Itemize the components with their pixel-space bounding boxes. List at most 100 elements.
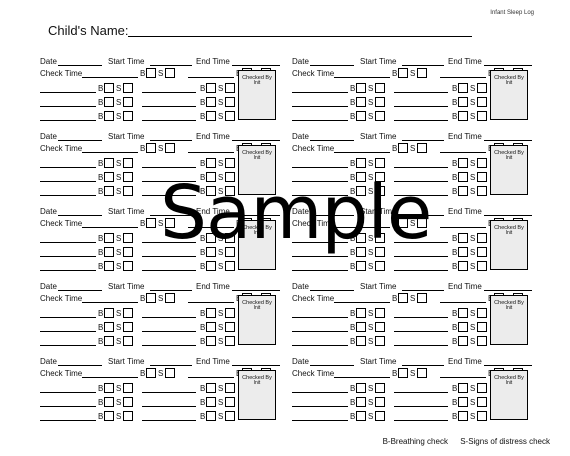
- check-time-field[interactable]: [188, 152, 234, 153]
- signs-checkbox[interactable]: [375, 308, 385, 318]
- signs-checkbox[interactable]: [417, 68, 427, 78]
- breathing-checkbox[interactable]: [146, 68, 156, 78]
- breathing-checkbox[interactable]: [146, 218, 156, 228]
- check-time-field[interactable]: [440, 227, 486, 228]
- signs-checkbox[interactable]: [375, 383, 385, 393]
- start-time-field[interactable]: [402, 140, 444, 141]
- check-time-field[interactable]: [142, 92, 196, 93]
- signs-checkbox[interactable]: [417, 293, 427, 303]
- signs-checkbox[interactable]: [225, 158, 235, 168]
- start-time-field[interactable]: [402, 290, 444, 291]
- check-time-field[interactable]: [40, 317, 96, 318]
- check-time-field[interactable]: [292, 242, 348, 243]
- start-time-field[interactable]: [402, 215, 444, 216]
- check-time-field[interactable]: [82, 377, 138, 378]
- signs-checkbox[interactable]: [225, 336, 235, 346]
- breathing-checkbox[interactable]: [356, 308, 366, 318]
- check-time-field[interactable]: [40, 392, 96, 393]
- signs-checkbox[interactable]: [123, 397, 133, 407]
- check-time-field[interactable]: [142, 256, 196, 257]
- check-time-field[interactable]: [292, 317, 348, 318]
- breathing-checkbox[interactable]: [146, 143, 156, 153]
- end-time-field[interactable]: [232, 215, 280, 216]
- check-time-field[interactable]: [334, 227, 390, 228]
- signs-checkbox[interactable]: [375, 233, 385, 243]
- signs-checkbox[interactable]: [375, 261, 385, 271]
- breathing-checkbox[interactable]: [104, 261, 114, 271]
- signs-checkbox[interactable]: [477, 397, 487, 407]
- check-time-field[interactable]: [142, 120, 196, 121]
- breathing-checkbox[interactable]: [104, 233, 114, 243]
- breathing-checkbox[interactable]: [146, 293, 156, 303]
- breathing-checkbox[interactable]: [104, 383, 114, 393]
- signs-checkbox[interactable]: [477, 261, 487, 271]
- breathing-checkbox[interactable]: [458, 83, 468, 93]
- breathing-checkbox[interactable]: [356, 411, 366, 421]
- breathing-checkbox[interactable]: [356, 158, 366, 168]
- signs-checkbox[interactable]: [123, 172, 133, 182]
- signs-checkbox[interactable]: [477, 247, 487, 257]
- check-time-field[interactable]: [394, 120, 448, 121]
- check-time-field[interactable]: [188, 227, 234, 228]
- signs-checkbox[interactable]: [225, 233, 235, 243]
- signs-checkbox[interactable]: [225, 97, 235, 107]
- start-time-field[interactable]: [150, 65, 192, 66]
- check-time-field[interactable]: [292, 92, 348, 93]
- signs-checkbox[interactable]: [225, 83, 235, 93]
- breathing-checkbox[interactable]: [206, 383, 216, 393]
- check-time-field[interactable]: [82, 152, 138, 153]
- breathing-checkbox[interactable]: [398, 218, 408, 228]
- breathing-checkbox[interactable]: [458, 397, 468, 407]
- breathing-checkbox[interactable]: [458, 261, 468, 271]
- check-time-field[interactable]: [40, 181, 96, 182]
- breathing-checkbox[interactable]: [104, 97, 114, 107]
- breathing-checkbox[interactable]: [206, 111, 216, 121]
- breathing-checkbox[interactable]: [398, 143, 408, 153]
- check-time-field[interactable]: [292, 406, 348, 407]
- check-time-field[interactable]: [82, 302, 138, 303]
- breathing-checkbox[interactable]: [206, 158, 216, 168]
- start-time-field[interactable]: [402, 65, 444, 66]
- check-time-field[interactable]: [334, 377, 390, 378]
- signs-checkbox[interactable]: [123, 83, 133, 93]
- breathing-checkbox[interactable]: [206, 247, 216, 257]
- check-time-field[interactable]: [394, 317, 448, 318]
- check-time-field[interactable]: [440, 302, 486, 303]
- breathing-checkbox[interactable]: [458, 247, 468, 257]
- signs-checkbox[interactable]: [123, 261, 133, 271]
- check-time-field[interactable]: [188, 302, 234, 303]
- breathing-checkbox[interactable]: [104, 247, 114, 257]
- breathing-checkbox[interactable]: [356, 336, 366, 346]
- start-time-field[interactable]: [150, 140, 192, 141]
- breathing-checkbox[interactable]: [356, 97, 366, 107]
- check-time-field[interactable]: [142, 181, 196, 182]
- breathing-checkbox[interactable]: [458, 411, 468, 421]
- end-time-field[interactable]: [484, 215, 532, 216]
- breathing-checkbox[interactable]: [356, 186, 366, 196]
- signs-checkbox[interactable]: [165, 368, 175, 378]
- signs-checkbox[interactable]: [477, 411, 487, 421]
- breathing-checkbox[interactable]: [104, 322, 114, 332]
- signs-checkbox[interactable]: [477, 308, 487, 318]
- signs-checkbox[interactable]: [165, 68, 175, 78]
- signs-checkbox[interactable]: [225, 322, 235, 332]
- check-time-field[interactable]: [40, 242, 96, 243]
- check-time-field[interactable]: [40, 406, 96, 407]
- check-time-field[interactable]: [440, 152, 486, 153]
- signs-checkbox[interactable]: [123, 233, 133, 243]
- end-time-field[interactable]: [484, 65, 532, 66]
- breathing-checkbox[interactable]: [398, 368, 408, 378]
- check-time-field[interactable]: [394, 331, 448, 332]
- date-field[interactable]: [58, 65, 102, 66]
- check-time-field[interactable]: [142, 331, 196, 332]
- check-time-field[interactable]: [292, 195, 348, 196]
- breathing-checkbox[interactable]: [104, 83, 114, 93]
- breathing-checkbox[interactable]: [458, 233, 468, 243]
- breathing-checkbox[interactable]: [356, 397, 366, 407]
- check-time-field[interactable]: [292, 270, 348, 271]
- check-time-field[interactable]: [40, 195, 96, 196]
